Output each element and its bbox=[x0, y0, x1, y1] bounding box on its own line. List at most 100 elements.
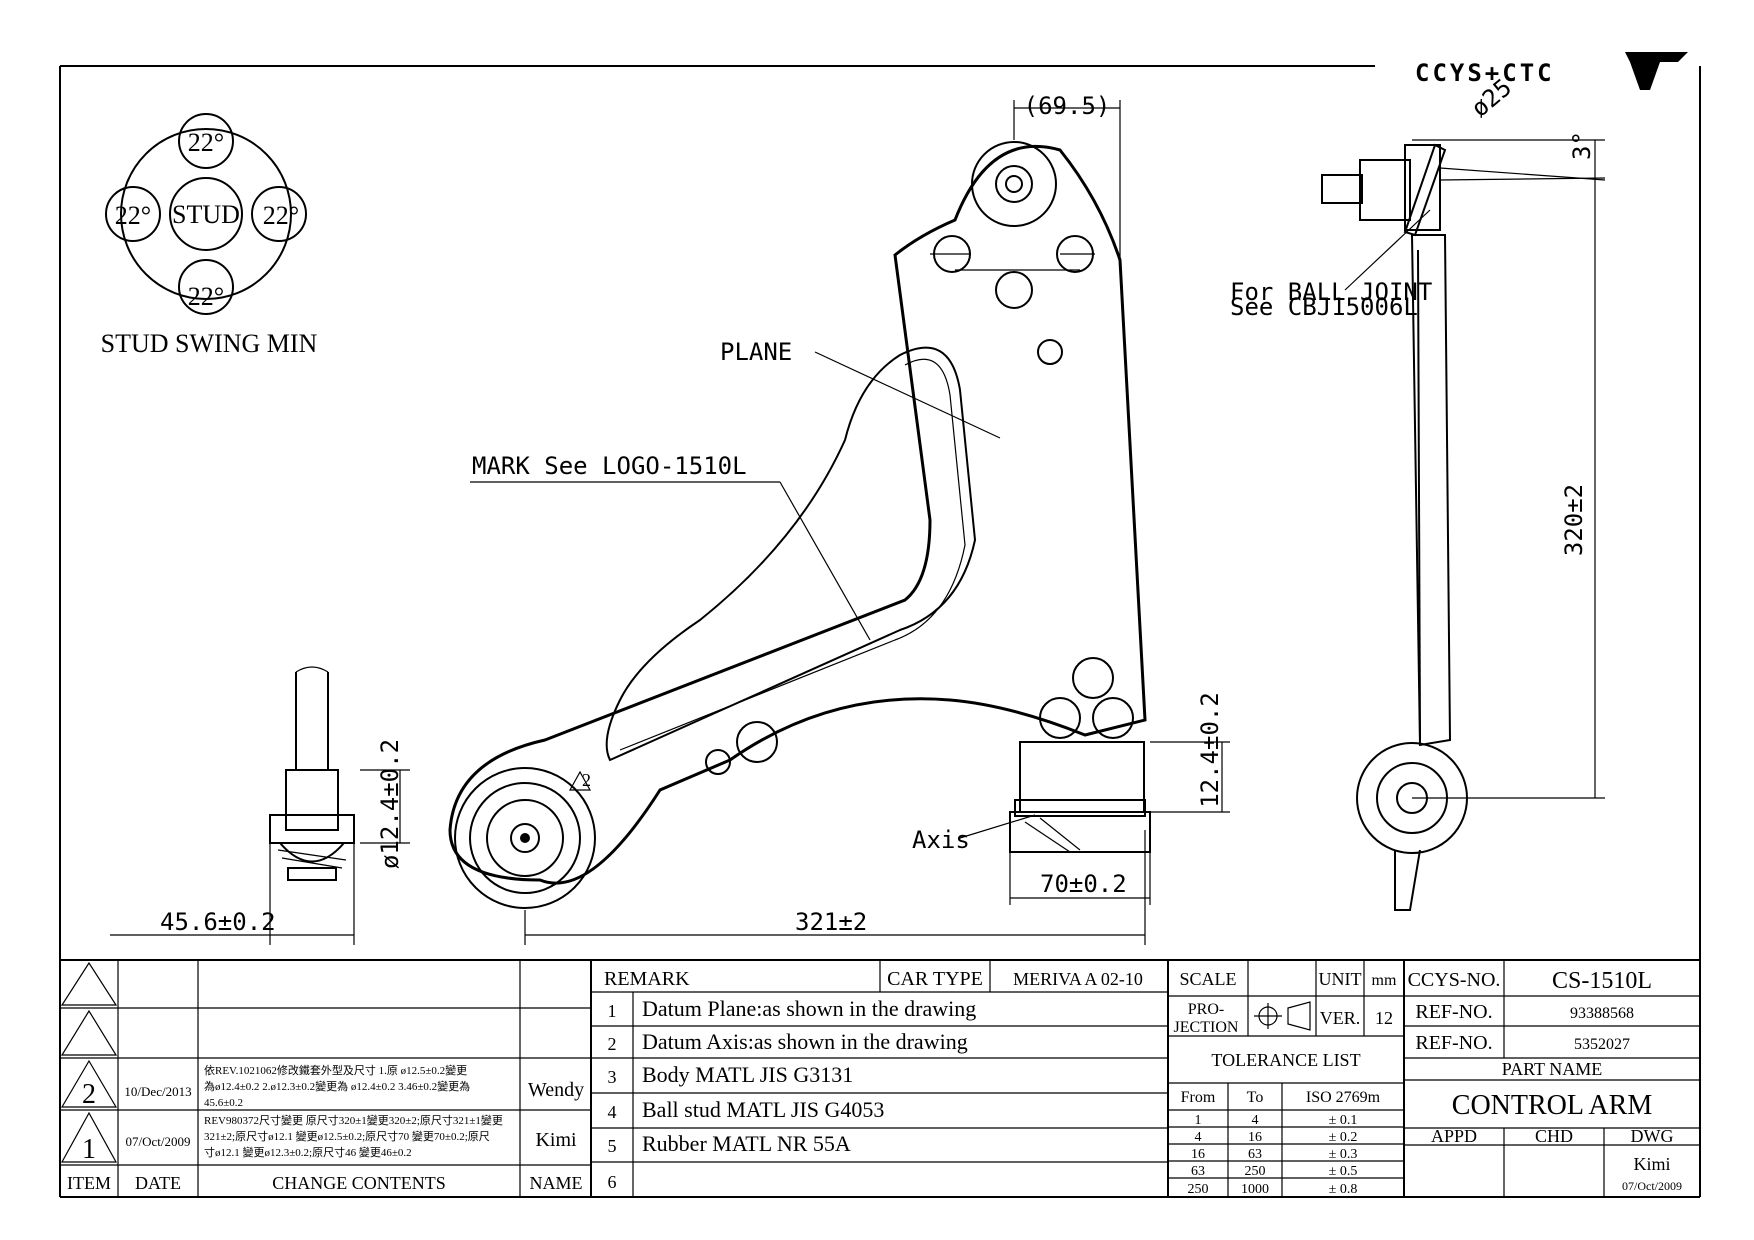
swing-angle-right: 22° bbox=[263, 201, 299, 230]
ball-joint-note-1: For BALL JOINT bbox=[1230, 278, 1432, 306]
bushing-section-view: ø12.4±0.2 45.6±0.2 bbox=[110, 666, 410, 945]
dwg-label: DWG bbox=[1631, 1126, 1674, 1146]
tol-row-to: 250 bbox=[1245, 1164, 1266, 1179]
stud-label: STUD bbox=[172, 200, 240, 229]
swing-angle-bottom: 22° bbox=[188, 282, 224, 311]
remark-1-text: Datum Plane:as shown in the drawing bbox=[642, 996, 976, 1021]
ver-label: VER. bbox=[1320, 1008, 1361, 1028]
swing-angle-left: 22° bbox=[115, 201, 151, 230]
projection-label-1: PRO- bbox=[1188, 1001, 1224, 1018]
tol-row-to: 63 bbox=[1248, 1147, 1262, 1162]
revision-1-contents-1: REV980372尺寸變更 原尺寸320±1變更320±2;原尺寸321±1變更 bbox=[204, 1113, 503, 1127]
revision-1-name: Kimi bbox=[535, 1129, 577, 1151]
tolerance-title: TOLERANCE LIST bbox=[1211, 1050, 1360, 1070]
remark-2-no: 2 bbox=[608, 1034, 617, 1054]
tol-row-value: ± 0.2 bbox=[1329, 1130, 1358, 1145]
remark-header: REMARK bbox=[604, 968, 690, 990]
dwg-date: 07/Oct/2009 bbox=[1622, 1179, 1682, 1193]
axis-label: Axis bbox=[912, 826, 970, 854]
revision-mark: 2 bbox=[582, 770, 591, 790]
ccys-no-label: CCYS-NO. bbox=[1408, 969, 1501, 991]
stud-swing-caption: STUD SWING MIN bbox=[101, 329, 318, 358]
revision-1-date: 07/Oct/2009 bbox=[126, 1134, 191, 1149]
chd-label: CHD bbox=[1535, 1126, 1573, 1146]
remark-1-no: 1 bbox=[608, 1001, 617, 1021]
remark-3-no: 3 bbox=[608, 1067, 617, 1087]
header-name: NAME bbox=[530, 1173, 583, 1193]
remark-4-no: 4 bbox=[608, 1102, 617, 1122]
tol-row-from: 63 bbox=[1191, 1164, 1205, 1179]
remark-4-text: Ball stud MATL JIS G4053 bbox=[642, 1097, 884, 1122]
remark-3-text: Body MATL JIS G3131 bbox=[642, 1062, 853, 1087]
header-change-contents: CHANGE CONTENTS bbox=[272, 1173, 446, 1193]
tol-row-value: ± 0.3 bbox=[1329, 1147, 1358, 1162]
dim-321: 321±2 bbox=[795, 908, 867, 936]
mark-label: MARK See LOGO-1510L bbox=[472, 452, 747, 480]
tol-row-from: 16 bbox=[1191, 1147, 1205, 1162]
header-date: DATE bbox=[135, 1173, 181, 1193]
dim-320: 320±2 bbox=[1560, 484, 1588, 556]
scale-label: SCALE bbox=[1179, 969, 1236, 989]
remark-5-text: Rubber MATL NR 55A bbox=[642, 1131, 851, 1156]
part-name-value: CONTROL ARM bbox=[1452, 1090, 1653, 1121]
plane-label: PLANE bbox=[720, 338, 792, 366]
ver-value: 12 bbox=[1375, 1008, 1393, 1028]
stud-swing-diagram: 22° 22° 22° 22° STUD STUD SWING MIN bbox=[101, 113, 318, 358]
control-arm-side-view: 320±2 ø25 3° For BALL JOINT See CBJ15006… bbox=[1230, 73, 1606, 911]
revision-2-contents-3: 45.6±0.2 bbox=[204, 1097, 243, 1109]
dwg-name: Kimi bbox=[1633, 1154, 1670, 1174]
dim-70: 70±0.2 bbox=[1040, 870, 1127, 898]
tol-header-to: To bbox=[1247, 1089, 1264, 1106]
ccys-no-value: CS-1510L bbox=[1552, 968, 1652, 994]
revision-2-mark: 2 bbox=[82, 1079, 96, 1110]
svg-text:CCYS+CTC: CCYS+CTC bbox=[1415, 59, 1555, 87]
appd-label: APPD bbox=[1431, 1126, 1477, 1146]
ref-no-value-2: 5352027 bbox=[1574, 1036, 1630, 1053]
tol-row-value: ± 0.5 bbox=[1329, 1164, 1358, 1179]
tol-row-value: ± 0.8 bbox=[1329, 1182, 1358, 1197]
ref-no-label-1: REF-NO. bbox=[1415, 1001, 1492, 1023]
tol-header-from: From bbox=[1181, 1089, 1216, 1106]
control-arm-main-view: (69.5) 12.4±0.2 70±0.2 321±2 2 PLANE MAR… bbox=[448, 92, 1230, 945]
swing-angle-top: 22° bbox=[188, 128, 224, 157]
tol-row-to: 4 bbox=[1252, 1113, 1259, 1128]
revision-2-date: 10/Dec/2013 bbox=[124, 1084, 191, 1099]
revision-1-mark: 1 bbox=[82, 1134, 96, 1165]
unit-label: UNIT bbox=[1319, 969, 1362, 989]
title-block: 2 10/Dec/2013 依REV.1021062修改鐵套外型及尺寸 1.原 … bbox=[60, 959, 1700, 1197]
projection-symbol-icon bbox=[1254, 1001, 1311, 1031]
part-name-label: PART NAME bbox=[1502, 1059, 1602, 1079]
car-type-label: CAR TYPE bbox=[887, 968, 983, 990]
remark-6-no: 6 bbox=[608, 1172, 617, 1192]
tol-row-to: 16 bbox=[1248, 1130, 1262, 1145]
tol-header-iso: ISO 2769m bbox=[1306, 1089, 1381, 1106]
dim-tilt-angle: 3° bbox=[1568, 131, 1596, 160]
tol-row-from: 250 bbox=[1188, 1182, 1209, 1197]
company-logo: CCYS+CTC bbox=[1415, 52, 1688, 90]
tol-row-from: 4 bbox=[1195, 1130, 1202, 1145]
dim-12-4-right: 12.4±0.2 bbox=[1196, 692, 1224, 808]
car-type-value: MERIVA A 02-10 bbox=[1013, 969, 1143, 989]
sheet-frame bbox=[59, 65, 1701, 1198]
tol-row-value: ± 0.1 bbox=[1329, 1113, 1358, 1128]
revision-2-contents-1: 依REV.1021062修改鐵套外型及尺寸 1.原 ø12.5±0.2變更 bbox=[204, 1063, 467, 1077]
revision-1-contents-3: 寸ø12.1 變更ø12.3±0.2;原尺寸46 變更46±0.2 bbox=[204, 1145, 412, 1159]
tol-row-from: 1 bbox=[1195, 1113, 1202, 1128]
dim-bushing-diameter: ø12.4±0.2 bbox=[376, 739, 404, 869]
unit-value: mm bbox=[1372, 972, 1397, 989]
dim-bushing-width: 45.6±0.2 bbox=[160, 908, 276, 936]
logo-mark-icon bbox=[1625, 52, 1688, 90]
revision-1-contents-2: 321±2;原尺寸ø12.1 變更ø12.5±0.2;原尺寸70 變更70±0.… bbox=[204, 1129, 490, 1143]
remark-2-text: Datum Axis:as shown in the drawing bbox=[642, 1029, 968, 1054]
projection-label-2: JECTION bbox=[1174, 1019, 1239, 1036]
ref-no-value-1: 93388568 bbox=[1570, 1005, 1634, 1022]
remark-5-no: 5 bbox=[608, 1136, 617, 1156]
revision-2-contents-2: 為ø12.4±0.2 2.ø12.3±0.2變更為 ø12.4±0.2 3.46… bbox=[204, 1079, 470, 1093]
ref-no-label-2: REF-NO. bbox=[1415, 1032, 1492, 1054]
ball-joint-note-2: See CBJ15006L bbox=[1230, 293, 1418, 321]
revision-2-name: Wendy bbox=[528, 1079, 584, 1101]
dim-69-5: (69.5) bbox=[1024, 92, 1111, 120]
header-item: ITEM bbox=[67, 1173, 111, 1193]
tol-row-to: 1000 bbox=[1241, 1182, 1269, 1197]
